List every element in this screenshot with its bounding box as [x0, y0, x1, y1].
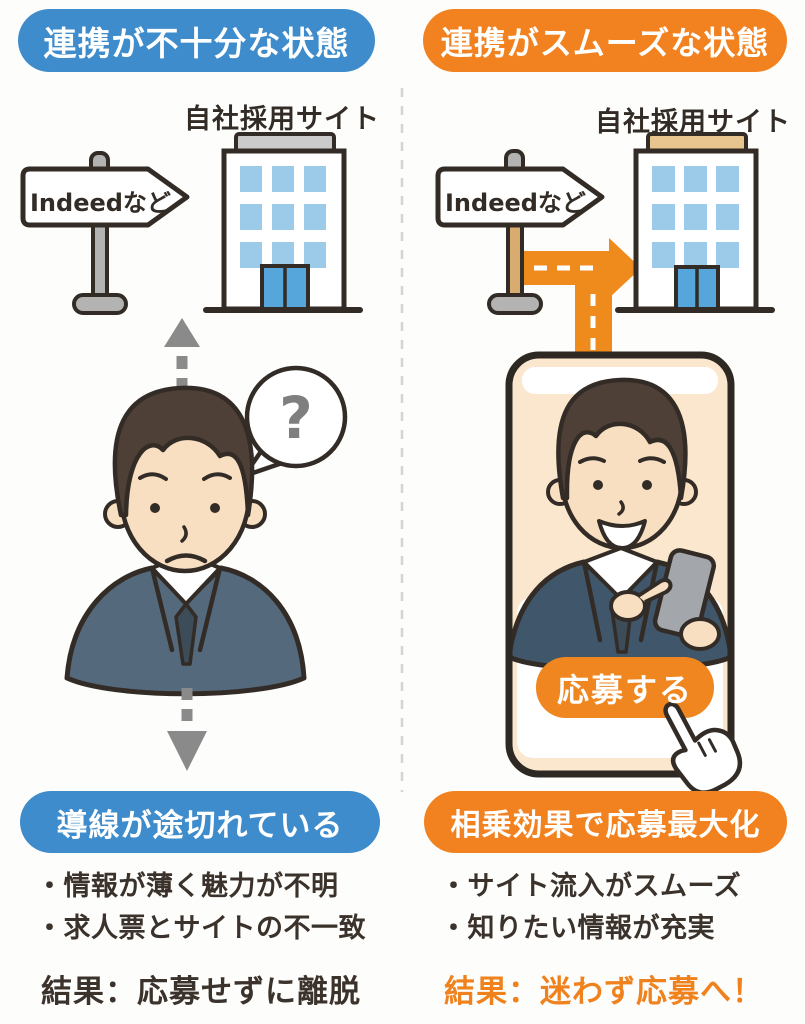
- header-left-pill: 連携が不十分な状態: [18, 9, 375, 72]
- building-label-right: 自社採用サイト: [595, 107, 791, 138]
- sign-label-left: Indeedなど: [30, 189, 171, 217]
- building-left-windows: [240, 166, 326, 268]
- sign-arrow-right: [435, 166, 605, 228]
- sign-label-right: Indeedなど: [445, 189, 586, 217]
- bullet-item: ・サイト流入がスムーズ: [440, 871, 742, 902]
- apply-button[interactable]: 応募する: [556, 670, 693, 709]
- building-right: [615, 132, 775, 313]
- cursor-hand-icon: [663, 701, 743, 795]
- man-left: [64, 385, 307, 697]
- question-bubble: [241, 365, 348, 479]
- building-left: [203, 132, 363, 313]
- bullet-list-left: ・情報が薄く魅力が不明 ・求人票とサイトの不一致: [36, 866, 366, 950]
- sign-arrow-left: [20, 166, 190, 228]
- broken-down-arrow: [167, 688, 207, 771]
- phone-screen-content: [509, 367, 731, 758]
- broken-up-arrow: [164, 318, 200, 395]
- bullet-list-right: ・サイト流入がスムーズ ・知りたい情報が充実: [440, 866, 741, 950]
- man-right: [509, 377, 731, 673]
- footer-right-pill: 相乗効果で応募最大化: [424, 791, 787, 853]
- result-left: 結果：応募せずに離脱: [41, 974, 361, 1010]
- building-label-left: 自社採用サイト: [184, 104, 380, 135]
- result-right: 結果：迷わず応募へ！: [444, 974, 764, 1010]
- signpost-left: [20, 151, 190, 315]
- bullet-item: ・求人票とサイトの不一致: [36, 913, 366, 944]
- road-arrow: [524, 238, 641, 358]
- question-mark: ?: [279, 384, 313, 452]
- header-right-pill: 連携がスムーズな状態: [423, 9, 787, 72]
- phone-frame: [505, 351, 735, 778]
- building-right-windows: [652, 166, 739, 268]
- bullet-item: ・情報が薄く魅力が不明: [36, 871, 339, 902]
- footer-left-pill: 導線が途切れている: [20, 791, 380, 853]
- bullet-item: ・知りたい情報が充実: [440, 913, 715, 944]
- signpost-right: [435, 149, 605, 315]
